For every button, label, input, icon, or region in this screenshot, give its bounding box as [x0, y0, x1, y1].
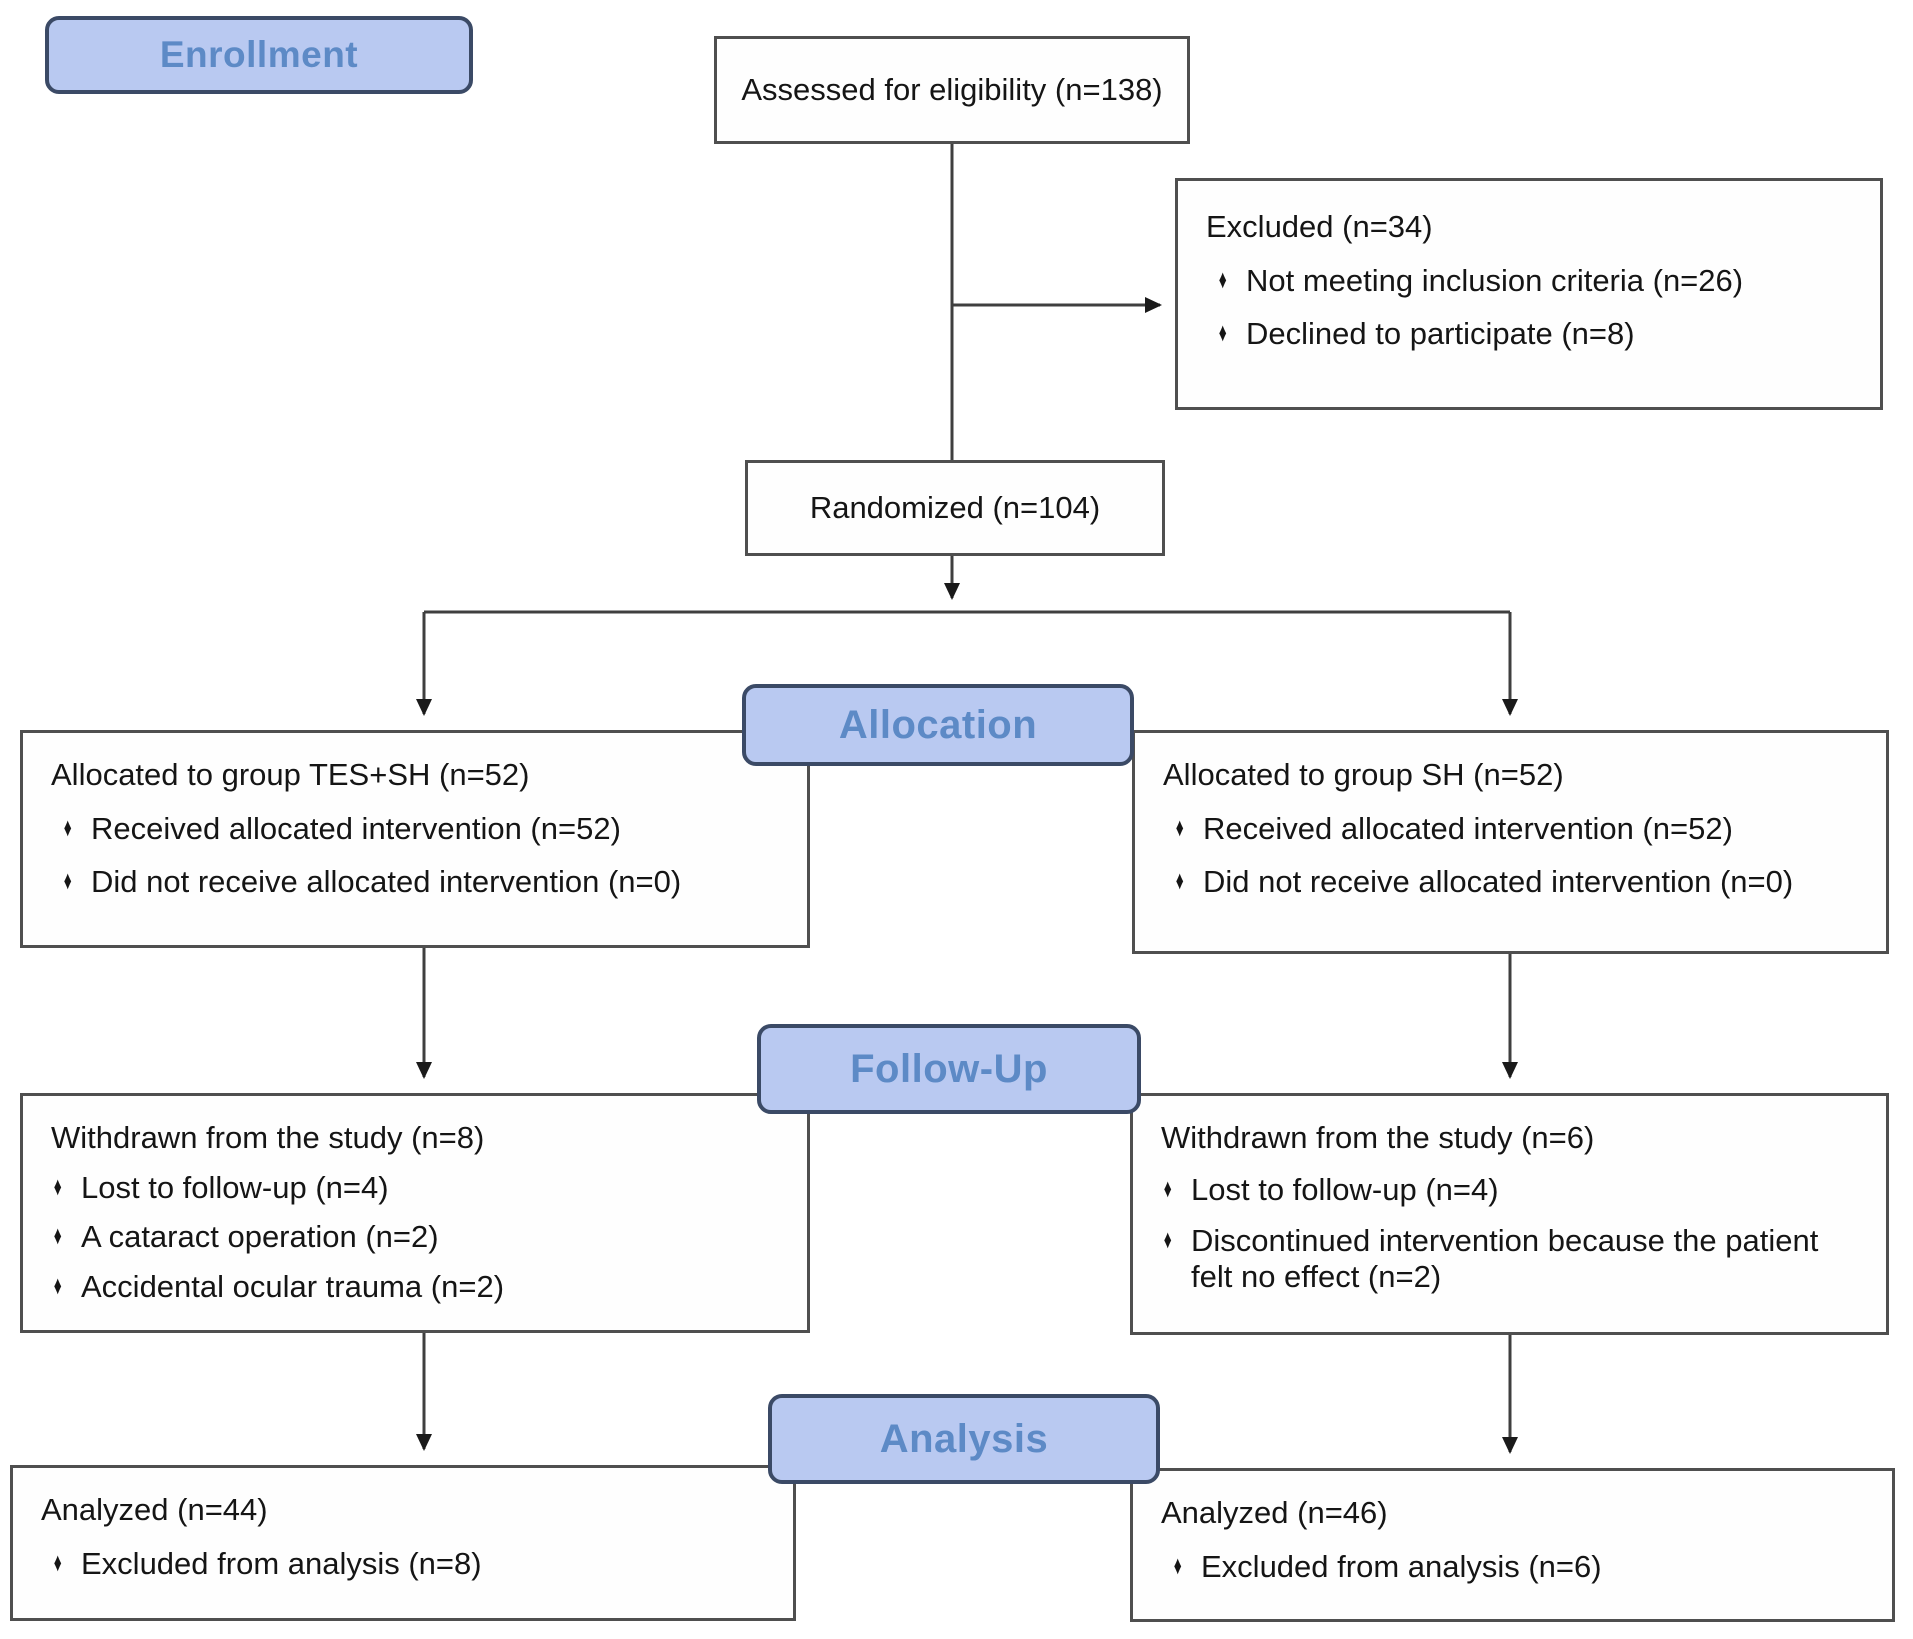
allocation-left-bullet-list: ♦ Received allocated intervention (n=52)… — [23, 811, 807, 900]
analyzed-right-bullet-list: ♦ Excluded from analysis (n=6) — [1133, 1549, 1892, 1585]
randomized-box: Randomized (n=104) — [745, 460, 1165, 556]
list-item: ♦ Did not receive allocated intervention… — [63, 864, 682, 900]
list-item: ♦ Received allocated intervention (n=52) — [63, 810, 621, 846]
bullet-diamond-icon: ♦ — [63, 865, 72, 896]
list-item: ♦ Declined to participate (n=8) — [1218, 316, 1635, 352]
bullet-diamond-icon: ♦ — [1163, 1224, 1172, 1255]
stage-analysis-header: Analysis — [768, 1394, 1160, 1484]
withdrawn-right-box: Withdrawn from the study (n=6) ♦ Lost to… — [1130, 1093, 1889, 1335]
allocation-left-title: Allocated to group TES+SH (n=52) — [51, 757, 530, 792]
assessed-title: Assessed for eligibility (n=138) — [741, 72, 1163, 108]
bullet-diamond-icon: ♦ — [1173, 1549, 1182, 1580]
withdrawn-left-bullet-list: ♦ Lost to follow-up (n=4) ♦ A cataract o… — [23, 1170, 807, 1305]
bullet-diamond-icon: ♦ — [1218, 317, 1227, 348]
list-item: ♦ Discontinued intervention because the … — [1163, 1223, 1819, 1294]
bullet-diamond-icon: ♦ — [1218, 263, 1227, 294]
list-item: ♦ Not meeting inclusion criteria (n=26) — [1218, 262, 1744, 298]
allocation-right-title: Allocated to group SH (n=52) — [1163, 757, 1564, 792]
bullet-diamond-icon: ♦ — [1175, 865, 1184, 896]
allocation-right-box: Allocated to group SH (n=52) ♦ Received … — [1132, 730, 1889, 954]
analyzed-right-title: Analyzed (n=46) — [1161, 1495, 1388, 1530]
withdrawn-left-box: Withdrawn from the study (n=8) ♦ Lost to… — [20, 1093, 810, 1333]
withdrawn-left-title: Withdrawn from the study (n=8) — [51, 1120, 485, 1155]
stage-enrollment-header: Enrollment — [45, 16, 473, 94]
withdrawn-right-title: Withdrawn from the study (n=6) — [1161, 1120, 1595, 1155]
list-item: ♦ Received allocated intervention (n=52) — [1175, 810, 1733, 846]
list-item: ♦ A cataract operation (n=2) — [53, 1219, 439, 1255]
bullet-diamond-icon: ♦ — [1175, 811, 1184, 842]
withdrawn-right-bullet-list: ♦ Lost to follow-up (n=4) ♦ Discontinued… — [1133, 1172, 1886, 1295]
bullet-diamond-icon: ♦ — [63, 811, 72, 842]
list-item: ♦ Excluded from analysis (n=6) — [1173, 1548, 1602, 1584]
stage-enrollment-label: Enrollment — [159, 34, 359, 75]
list-item: ♦ Did not receive allocated intervention… — [1175, 864, 1794, 900]
bullet-diamond-icon: ♦ — [1163, 1172, 1172, 1203]
stage-allocation-header: Allocation — [742, 684, 1134, 766]
list-item: ♦ Lost to follow-up (n=4) — [1163, 1171, 1499, 1207]
analyzed-right-box: Analyzed (n=46) ♦ Excluded from analysis… — [1130, 1468, 1895, 1622]
analyzed-left-bullet-list: ♦ Excluded from analysis (n=8) — [13, 1546, 793, 1582]
excluded-bullet-list: ♦ Not meeting inclusion criteria (n=26) … — [1178, 263, 1880, 352]
list-item: ♦ Accidental ocular trauma (n=2) — [53, 1268, 505, 1304]
bullet-diamond-icon: ♦ — [53, 1220, 62, 1251]
allocation-left-box: Allocated to group TES+SH (n=52) ♦ Recei… — [20, 730, 810, 948]
excluded-box: Excluded (n=34) ♦ Not meeting inclusion … — [1175, 178, 1883, 410]
randomized-title: Randomized (n=104) — [809, 490, 1101, 526]
analyzed-left-box: Analyzed (n=44) ♦ Excluded from analysis… — [10, 1465, 796, 1621]
list-item: ♦ Lost to follow-up (n=4) — [53, 1169, 389, 1205]
stage-analysis-label: Analysis — [879, 1416, 1049, 1461]
bullet-diamond-icon: ♦ — [53, 1170, 62, 1201]
stage-allocation-label: Allocation — [838, 702, 1038, 747]
list-item: ♦ Excluded from analysis (n=8) — [53, 1545, 482, 1581]
stage-followup-label: Follow-Up — [850, 1046, 1048, 1091]
assessed-for-eligibility-box: Assessed for eligibility (n=138) — [714, 36, 1190, 144]
allocation-right-bullet-list: ♦ Received allocated intervention (n=52)… — [1135, 811, 1886, 900]
bullet-diamond-icon: ♦ — [53, 1546, 62, 1577]
stage-followup-header: Follow-Up — [757, 1024, 1141, 1114]
analyzed-left-title: Analyzed (n=44) — [41, 1492, 268, 1527]
excluded-title: Excluded (n=34) — [1206, 209, 1433, 244]
bullet-diamond-icon: ♦ — [53, 1269, 62, 1300]
